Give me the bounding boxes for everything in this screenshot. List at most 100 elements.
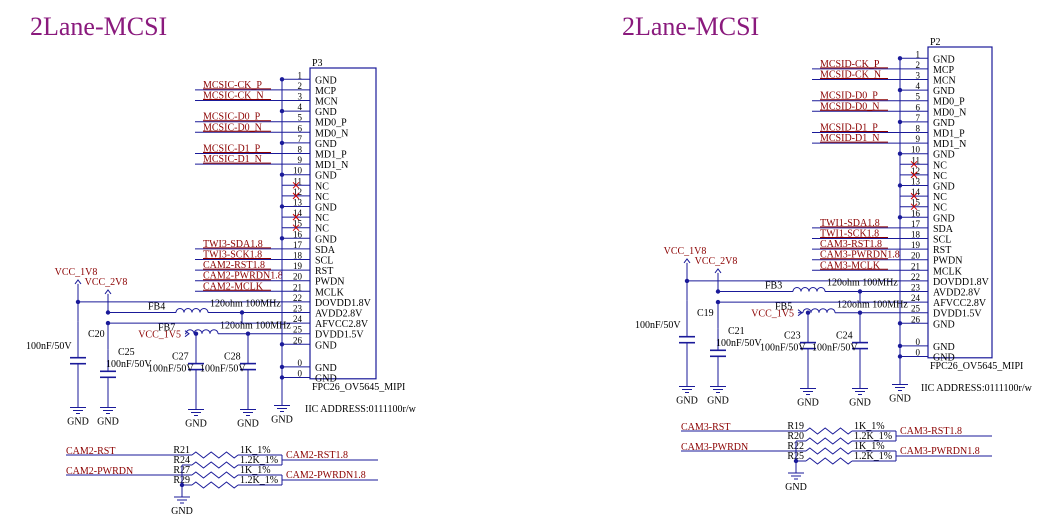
resistor-value: 1.2K_1%: [240, 475, 278, 486]
connector-ref: P2: [930, 37, 941, 48]
resistor-icon: [191, 471, 239, 479]
pin-number: 25: [293, 325, 303, 335]
pin-name: DVDD1.5V: [933, 309, 982, 320]
ferrite-bead-icon: [175, 308, 209, 313]
pin-name: NC: [315, 224, 329, 235]
resistor-value: 1K_1%: [854, 421, 885, 432]
pin-name: GND: [315, 234, 337, 245]
pin-name: GND: [933, 319, 955, 330]
net-label: CAM3-RST1.8: [820, 239, 882, 250]
resistor-zigzag: [805, 427, 853, 435]
junction-dot: [279, 172, 285, 177]
ground-label: GND: [889, 394, 911, 405]
vcc-arrow-icon: [74, 279, 82, 285]
resistor-zigzag: [191, 481, 239, 489]
net-label: CAM3-RST1.8: [900, 426, 962, 437]
ground-icon: GND: [797, 388, 819, 409]
net-label: MCSID-D0_N: [820, 101, 879, 112]
cap-value: 100nF/50V: [148, 364, 194, 375]
cap-value: 100nF/50V: [812, 343, 858, 354]
pin-number: 5: [298, 113, 303, 123]
connector-body: [309, 67, 377, 380]
vcc-label: VCC_1V8: [664, 246, 707, 257]
ferrite-bead-icon: [792, 287, 826, 292]
resistor-zigzag: [805, 447, 853, 455]
ground-icon: GND: [785, 472, 807, 493]
net-label: MCSIC-D0_N: [203, 122, 262, 133]
resistor-icon: [805, 457, 853, 465]
pin-name: MD1_N: [933, 139, 966, 150]
junction-dot: [715, 289, 721, 294]
cap-value: 100nF/50V: [26, 341, 72, 352]
pin-name: MD1_P: [933, 129, 965, 140]
pin-name: DOVDD1.8V: [315, 298, 372, 309]
ferrite-ref: FB7: [158, 323, 175, 334]
junction-dot: [279, 375, 285, 380]
pin-name: GND: [933, 54, 955, 65]
pin-name: SCL: [933, 235, 951, 246]
cap-ref: C19: [697, 308, 714, 319]
pin-name: DVDD1.5V: [315, 330, 364, 341]
nc-x-icon: [292, 213, 300, 221]
ferrite-coil: [175, 308, 209, 313]
pin-name: NC: [933, 192, 947, 203]
ground-label: GND: [97, 417, 119, 428]
net-label: CAM3-PWRDN: [681, 442, 748, 453]
junction-dot: [179, 482, 185, 488]
ground-icon: GND: [237, 409, 259, 430]
connector-ref: P3: [312, 58, 323, 69]
junction-dot: [897, 87, 903, 93]
pin-number: 22: [293, 293, 302, 303]
ground-icon: GND: [67, 407, 89, 428]
ferrite-value: 120ohm 100MHz: [220, 321, 291, 332]
ground-label: GND: [67, 417, 89, 428]
pin-number: 13: [293, 198, 303, 208]
pin-number: 4: [916, 81, 921, 91]
cap-value: 100nF/50V: [716, 338, 762, 349]
ferrite-bead-icon: [802, 308, 836, 313]
resistor-icon: [191, 451, 239, 459]
resistor-icon: [191, 461, 239, 469]
pin-name: MCN: [933, 76, 956, 87]
pin-name: GND: [315, 171, 337, 182]
pin-name: NC: [315, 213, 329, 224]
pin-number: 16: [293, 229, 303, 239]
pin-name: SDA: [933, 224, 954, 235]
pin-number: 23: [911, 283, 921, 293]
resistor-ref: R20: [787, 431, 804, 442]
pin-number: 14: [293, 208, 303, 218]
pin-name: DOVDD1.8V: [933, 277, 990, 288]
net-label: CAM3-PWRDN1.8: [820, 250, 900, 261]
net-label: CAM3-RST: [681, 422, 730, 433]
pin-name: GND: [933, 213, 955, 224]
pin-name: NC: [315, 192, 329, 203]
vcc-arrow-icon: [683, 258, 691, 264]
pin-name: AFVCC2.8V: [315, 319, 369, 330]
vcc-label: VCC_2V8: [85, 277, 128, 288]
ground-label: GND: [676, 396, 698, 407]
vcc-label: VCC_2V8: [695, 256, 738, 267]
resistor-value: 1.2K_1%: [854, 431, 892, 442]
pin-number: 6: [916, 102, 921, 112]
junction-dot: [897, 119, 903, 125]
pin-number: 9: [916, 134, 921, 144]
pin-number: 8: [916, 124, 921, 134]
pin-name: MD1_N: [315, 160, 348, 171]
pin-number: 21: [293, 282, 302, 292]
pin-name: GND: [933, 182, 955, 193]
pin-name: MD1_P: [315, 150, 347, 161]
pin-name: MD0_N: [933, 107, 966, 118]
pin-number: 2: [916, 60, 921, 70]
pin-name: GND: [315, 363, 337, 374]
cap-value: 100nF/50V: [635, 320, 681, 331]
ferrite-ref: FB5: [775, 302, 792, 313]
cap-value: 100nF/50V: [760, 343, 806, 354]
pin-name: MCLK: [315, 287, 345, 298]
connector-part-number: FPC26_OV5645_MIPI: [930, 361, 1023, 372]
net-label: TWI1-SCK1.8: [820, 229, 879, 240]
pin-name: GND: [933, 150, 955, 161]
resistor-zigzag: [805, 437, 853, 445]
pin-number: 18: [293, 251, 303, 261]
pin-number: 1: [298, 70, 303, 80]
net-label: CAM2-MCLK: [203, 281, 264, 292]
